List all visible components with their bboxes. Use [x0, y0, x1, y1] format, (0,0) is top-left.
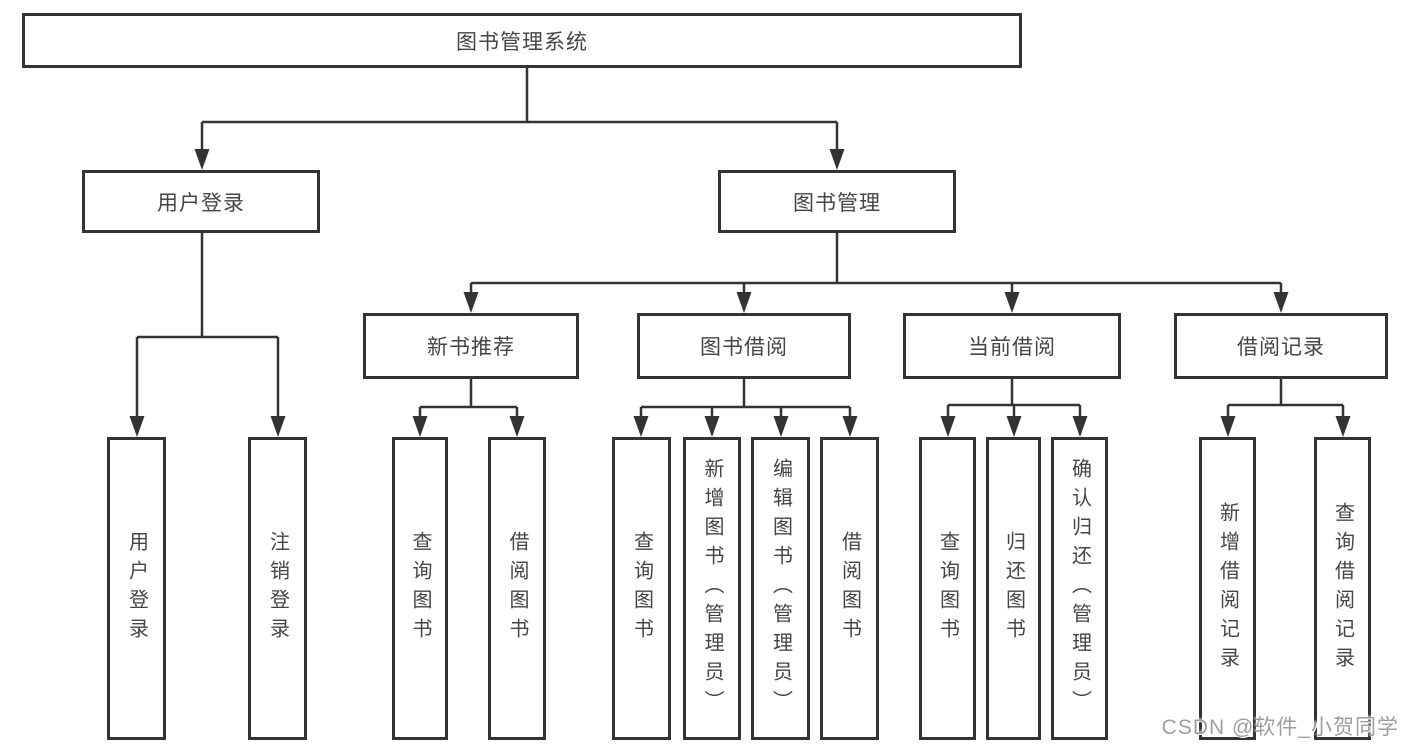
node-user-login: 用户登录	[82, 170, 320, 233]
leaf-borrow-edit-books-admin-label: 编辑图书（管理员）	[769, 458, 792, 719]
node-root-system: 图书管理系统	[22, 13, 1022, 68]
leaf-current-query-books: 查询图书	[919, 437, 976, 740]
leaf-logout: 注销登录	[248, 437, 307, 740]
leaf-current-return-books-label: 归还图书	[1002, 530, 1025, 647]
node-book-management: 图书管理	[718, 170, 956, 233]
leaf-borrow-add-books-admin-label: 新增图书（管理员）	[701, 458, 723, 719]
watermark-text: CSDN @软件_小贺同学	[1161, 716, 1399, 739]
leaf-current-query-books-label: 查询图书	[936, 530, 959, 647]
node-borrow-records: 借阅记录	[1174, 313, 1388, 379]
leaf-user-login-label: 用户登录	[125, 530, 148, 647]
leaf-borrow-query-books-label: 查询图书	[630, 530, 653, 647]
leaf-borrow-borrow-books-label: 借阅图书	[838, 530, 861, 647]
node-book-borrow: 图书借阅	[637, 313, 851, 379]
leaf-borrow-query-books: 查询图书	[612, 437, 671, 740]
leaf-newbook-query-books-label: 查询图书	[409, 530, 431, 647]
leaf-newbook-borrow-books: 借阅图书	[488, 437, 546, 740]
leaf-logout-label: 注销登录	[266, 530, 289, 647]
leaf-records-add-record-label: 新增借阅记录	[1216, 501, 1239, 676]
leaf-borrow-borrow-books: 借阅图书	[820, 437, 879, 740]
leaf-current-return-books: 归还图书	[986, 437, 1041, 740]
leaf-records-add-record: 新增借阅记录	[1199, 437, 1256, 740]
node-current-borrow: 当前借阅	[903, 313, 1121, 379]
leaf-current-confirm-return-admin-label: 确认归还（管理员）	[1068, 458, 1091, 719]
leaf-records-query-record: 查询借阅记录	[1314, 437, 1371, 740]
leaf-user-login: 用户登录	[107, 437, 166, 740]
node-new-book-recommend: 新书推荐	[363, 313, 579, 379]
leaf-borrow-add-books-admin: 新增图书（管理员）	[683, 437, 741, 740]
leaf-borrow-edit-books-admin: 编辑图书（管理员）	[751, 437, 810, 740]
leaf-records-query-record-label: 查询借阅记录	[1331, 501, 1354, 676]
leaf-newbook-borrow-books-label: 借阅图书	[506, 530, 528, 647]
leaf-newbook-query-books: 查询图书	[392, 437, 448, 740]
leaf-current-confirm-return-admin: 确认归还（管理员）	[1051, 437, 1108, 740]
